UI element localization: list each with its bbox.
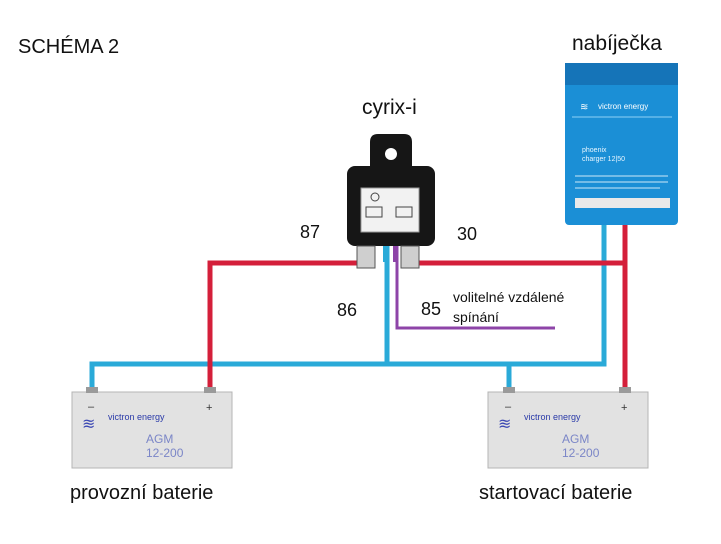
charger-top-band bbox=[565, 63, 678, 85]
relay-label-icon bbox=[370, 192, 380, 202]
charger-body bbox=[565, 63, 678, 225]
charger-name: nabíječka bbox=[572, 32, 662, 55]
charger: victron energy ≋ phoenix charger 12|50 bbox=[565, 63, 678, 225]
remote-switch-label-line1: volitelné vzdálené bbox=[453, 289, 565, 305]
relay-terminal-30 bbox=[400, 245, 420, 269]
relay-label-icon bbox=[365, 206, 383, 218]
battery-spec: 12-200 bbox=[562, 446, 600, 460]
battery-house: – + ≋ victron energy AGM 12-200 bbox=[71, 387, 233, 469]
battery-plus-sign: + bbox=[621, 402, 627, 414]
battery-logo-icon: ≋ bbox=[82, 416, 95, 433]
relay-mount-hole bbox=[385, 148, 397, 160]
remote-switch-label-line2: spínání bbox=[453, 309, 499, 325]
charger-model-line1: phoenix bbox=[582, 147, 607, 154]
charger-model-line2: charger 12|50 bbox=[582, 156, 625, 163]
negative-wire-main bbox=[89, 205, 607, 390]
battery-plus-sign: + bbox=[206, 402, 212, 414]
battery-minus-terminal bbox=[503, 387, 515, 393]
cyrix-relay bbox=[347, 134, 435, 269]
relay-terminal-87 bbox=[356, 245, 376, 269]
house-battery-label: provozní baterie bbox=[70, 482, 214, 504]
positive-wire-house bbox=[207, 260, 364, 390]
remote-switch-wire bbox=[395, 246, 555, 330]
relay-wire-85 bbox=[393, 246, 397, 262]
charger-terminal-strip bbox=[575, 198, 670, 208]
battery-plus-terminal bbox=[619, 387, 631, 393]
battery-plus-terminal bbox=[204, 387, 216, 393]
pin-85-label: 85 bbox=[421, 299, 442, 319]
battery-brand: victron energy bbox=[108, 412, 165, 422]
relay-label-panel bbox=[360, 187, 420, 233]
battery-minus-terminal bbox=[86, 387, 98, 393]
relay-wire-86 bbox=[383, 246, 387, 262]
remote-switch-label: volitelné vzdálené spínání bbox=[453, 287, 564, 327]
battery-body bbox=[71, 391, 233, 469]
start-battery-label: startovací baterie bbox=[479, 482, 633, 504]
charger-brand: victron energy bbox=[598, 102, 648, 111]
pin-30-label: 30 bbox=[457, 224, 478, 244]
battery-type: AGM bbox=[562, 432, 589, 446]
battery-logo-icon: ≋ bbox=[498, 416, 511, 433]
battery-start: – + ≋ victron energy AGM 12-200 bbox=[487, 387, 649, 469]
battery-type: AGM bbox=[146, 432, 173, 446]
pin-87-label: 87 bbox=[300, 222, 321, 242]
battery-brand: victron energy bbox=[524, 412, 581, 422]
pin-86-label: 86 bbox=[337, 300, 358, 320]
diagram-title: SCHÉMA 2 bbox=[18, 36, 120, 58]
charger-logo-icon: ≋ bbox=[580, 102, 588, 113]
relay-label-icon bbox=[395, 206, 413, 218]
battery-spec: 12-200 bbox=[146, 446, 184, 460]
battery-minus-sign: – bbox=[505, 401, 512, 413]
battery-minus-sign: – bbox=[88, 401, 95, 413]
relay-name: cyrix-i bbox=[362, 96, 417, 119]
battery-body bbox=[487, 391, 649, 469]
